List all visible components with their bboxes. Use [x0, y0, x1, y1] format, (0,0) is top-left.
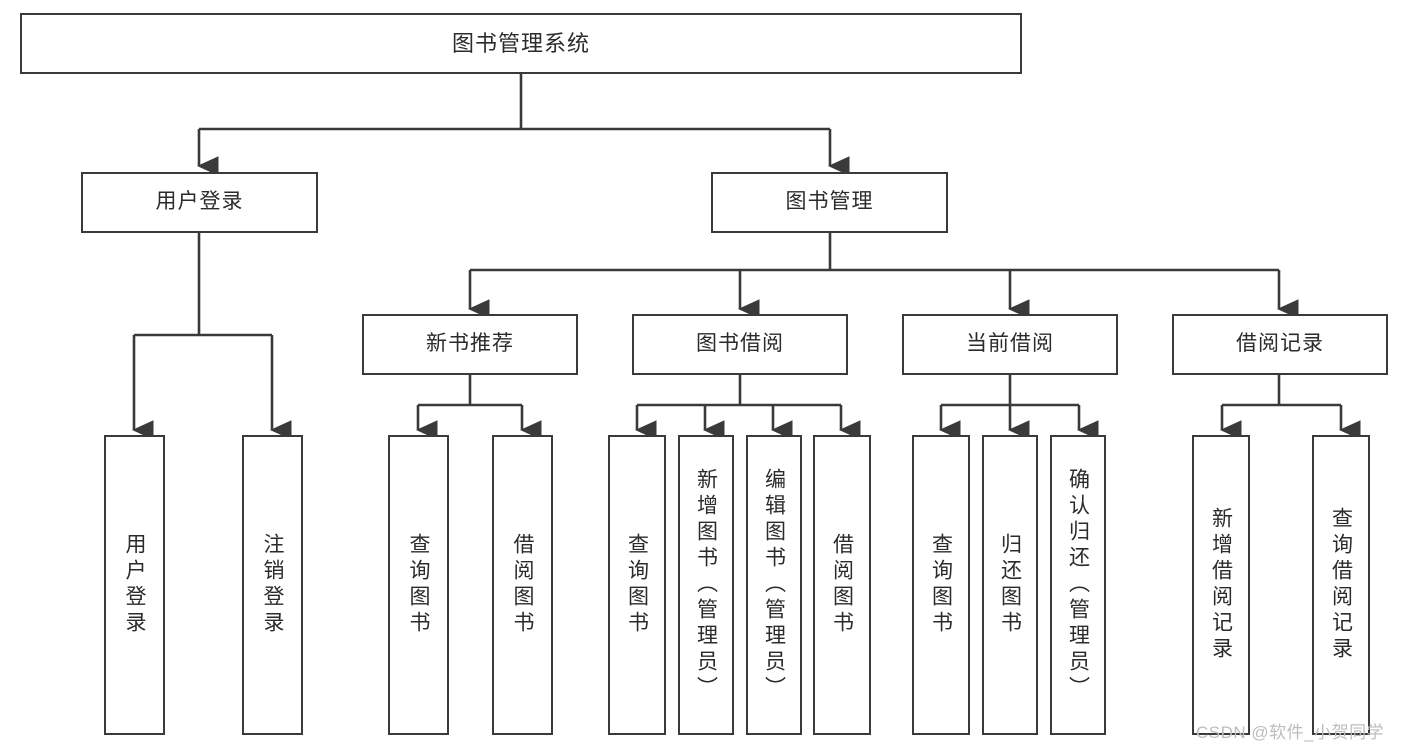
node-leaf-borrow-book-1-label: 借阅图书 — [511, 533, 534, 637]
node-leaf-borrow-book-2[interactable]: 借阅图书 — [813, 435, 871, 735]
node-leaf-edit-book-label: 编辑图书（管理员） — [762, 468, 786, 702]
node-leaf-borrow-book-1[interactable]: 借阅图书 — [492, 435, 553, 735]
node-leaf-borrow-book-2-label: 借阅图书 — [830, 533, 854, 637]
node-new-book-recommend-label: 新书推荐 — [426, 332, 514, 356]
node-leaf-add-record[interactable]: 新增借阅记录 — [1192, 435, 1250, 735]
node-new-book-recommend[interactable]: 新书推荐 — [362, 314, 578, 375]
node-leaf-return-book-label: 归还图书 — [998, 533, 1022, 637]
node-leaf-add-book[interactable]: 新增图书（管理员） — [678, 435, 734, 735]
node-leaf-edit-book[interactable]: 编辑图书（管理员） — [746, 435, 802, 735]
node-book-manage-label: 图书管理 — [785, 190, 874, 214]
node-current-borrow[interactable]: 当前借阅 — [902, 314, 1118, 375]
node-root-label: 图书管理系统 — [451, 30, 590, 56]
node-book-borrow-label: 图书借阅 — [696, 332, 784, 356]
node-leaf-query-book-2[interactable]: 查询图书 — [608, 435, 666, 735]
node-leaf-user-logout-label: 注销登录 — [261, 533, 284, 637]
node-leaf-query-record[interactable]: 查询借阅记录 — [1312, 435, 1370, 735]
node-book-borrow[interactable]: 图书借阅 — [632, 314, 848, 375]
node-user-login-label: 用户登录 — [155, 190, 244, 214]
node-leaf-user-logout[interactable]: 注销登录 — [242, 435, 303, 735]
node-leaf-confirm-return[interactable]: 确认归还（管理员） — [1050, 435, 1106, 735]
node-leaf-confirm-return-label: 确认归还（管理员） — [1066, 468, 1090, 702]
csdn-watermark: CSDN @软件_小贺同学 — [1196, 723, 1385, 742]
node-leaf-add-record-label: 新增借阅记录 — [1209, 507, 1233, 663]
node-leaf-query-book-3-label: 查询图书 — [929, 533, 953, 637]
node-leaf-user-login-label: 用户登录 — [123, 533, 146, 637]
node-borrow-record-label: 借阅记录 — [1236, 332, 1324, 356]
node-leaf-query-book-2-label: 查询图书 — [625, 533, 649, 637]
node-borrow-record[interactable]: 借阅记录 — [1172, 314, 1388, 375]
node-current-borrow-label: 当前借阅 — [966, 332, 1054, 356]
node-leaf-return-book[interactable]: 归还图书 — [982, 435, 1038, 735]
node-leaf-query-book-1-label: 查询图书 — [407, 533, 430, 637]
node-leaf-query-record-label: 查询借阅记录 — [1329, 507, 1353, 663]
node-leaf-query-book-3[interactable]: 查询图书 — [912, 435, 970, 735]
node-leaf-add-book-label: 新增图书（管理员） — [694, 468, 718, 702]
node-leaf-user-login[interactable]: 用户登录 — [104, 435, 165, 735]
node-leaf-query-book-1[interactable]: 查询图书 — [388, 435, 449, 735]
node-book-manage[interactable]: 图书管理 — [711, 172, 948, 233]
node-root[interactable]: 图书管理系统 — [20, 13, 1022, 74]
node-user-login[interactable]: 用户登录 — [81, 172, 318, 233]
